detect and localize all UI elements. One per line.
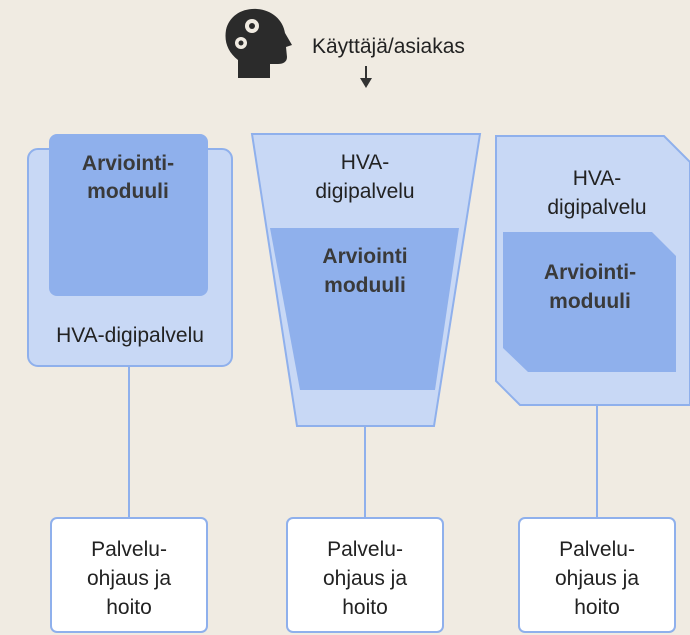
- outcome-label-line2: ohjaus ja: [323, 567, 407, 590]
- outcome-label-line3: hoito: [106, 596, 152, 619]
- module-label-line2: moduuli: [549, 290, 631, 313]
- module-label-line2: moduuli: [87, 180, 169, 203]
- user-label: Käyttäjä/asiakas: [312, 35, 465, 58]
- service-label-line2: digipalvelu: [315, 180, 414, 203]
- outcome-label-line1: Palvelu-: [327, 538, 403, 561]
- service-label-line2: digipalvelu: [547, 196, 646, 219]
- variant-1: Arviointi- moduuli HVA-digipalvelu: [27, 134, 233, 367]
- user-arrow: [360, 66, 372, 88]
- outcome-label-line1: Palvelu-: [91, 538, 167, 561]
- service-label: HVA-digipalvelu: [56, 324, 204, 347]
- service-label-line1: HVA-: [573, 167, 622, 190]
- outcome-label-line2: ohjaus ja: [555, 567, 639, 590]
- head-gears-icon: [225, 8, 292, 78]
- module-label-line1: Arviointi-: [82, 152, 174, 175]
- module-label-line2: moduuli: [324, 274, 406, 297]
- outcome-label-line3: hoito: [574, 596, 620, 619]
- outcome-box-1: Palvelu- ohjaus ja hoito: [50, 517, 208, 633]
- outcome-box-2: Palvelu- ohjaus ja hoito: [286, 517, 444, 633]
- outcome-label-line2: ohjaus ja: [87, 567, 171, 590]
- outcome-box-3: Palvelu- ohjaus ja hoito: [518, 517, 676, 633]
- module-box: [503, 232, 676, 372]
- module-label-line1: Arviointi: [322, 245, 407, 268]
- module-box: [270, 228, 459, 390]
- module-box: [49, 134, 208, 296]
- service-label-line1: HVA-: [341, 151, 390, 174]
- variant-3: HVA- digipalvelu Arviointi- moduuli: [495, 135, 690, 406]
- outcome-label-line3: hoito: [342, 596, 388, 619]
- variant-2: HVA- digipalvelu Arviointi moduuli: [250, 133, 482, 427]
- module-label-line1: Arviointi-: [544, 261, 636, 284]
- outcome-label-line1: Palvelu-: [559, 538, 635, 561]
